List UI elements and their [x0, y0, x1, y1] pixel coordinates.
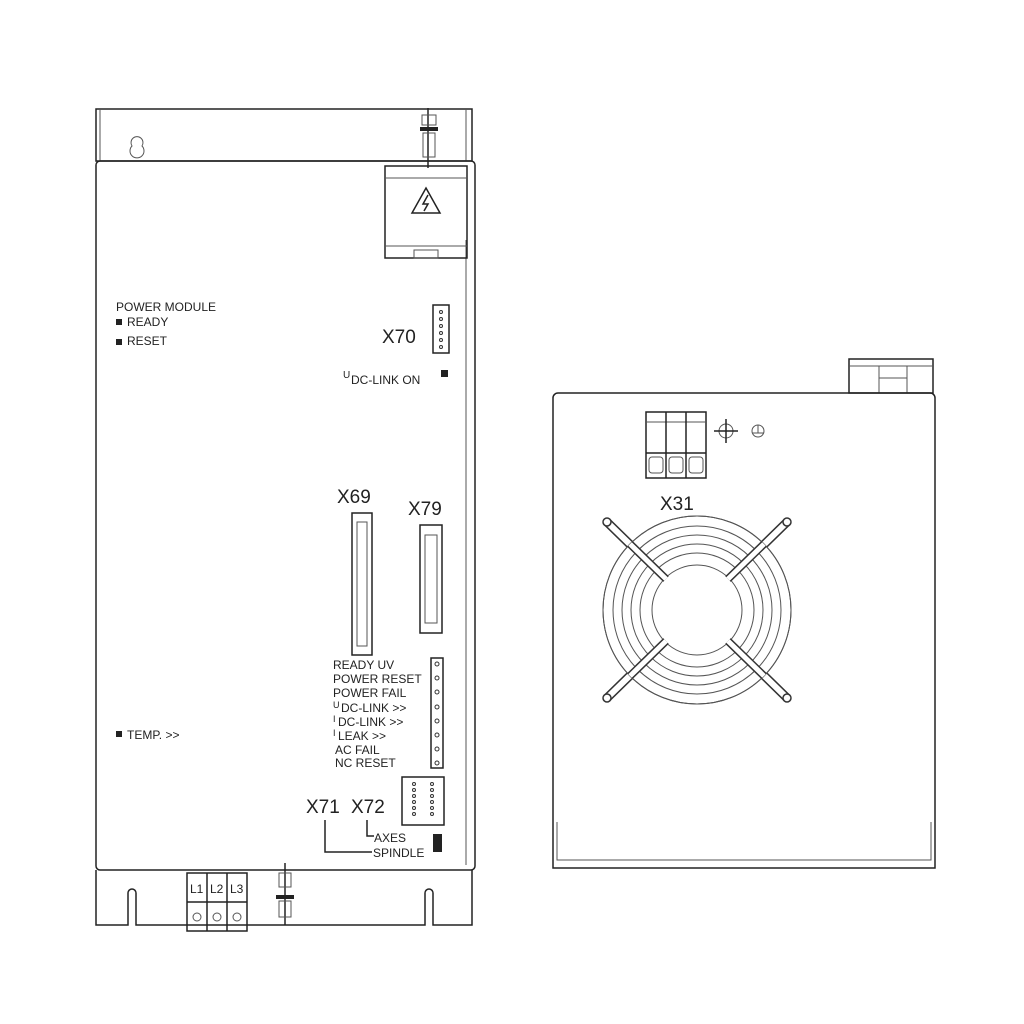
- udc-link-on-led: [441, 370, 448, 377]
- fan-unit-body: [552, 392, 936, 869]
- x31-terminal: [645, 411, 707, 479]
- x31-label: X31: [660, 494, 694, 515]
- ready-led: [116, 319, 122, 325]
- bottom-bracket: [95, 870, 473, 926]
- mains-terminal: L1 L2 L3: [186, 872, 248, 932]
- signal-label: POWER RESET: [333, 672, 422, 686]
- hazard-cover: [384, 165, 468, 259]
- high-voltage-warning-icon: [410, 186, 442, 214]
- x72-label: X72: [351, 797, 385, 818]
- terminal-l3: L3: [230, 882, 244, 896]
- power-module-title: POWER MODULE: [116, 300, 216, 314]
- signal-label: DC-LINK >>: [341, 701, 406, 715]
- spindle-label: SPINDLE: [373, 846, 424, 860]
- keyhole-icon: [129, 136, 145, 159]
- udc-on-u: U: [343, 370, 350, 381]
- signal-prefix: I: [333, 728, 336, 738]
- bolt-icon: [420, 108, 438, 168]
- signal-prefix: I: [333, 714, 336, 724]
- signal-label: DC-LINK >>: [338, 715, 403, 729]
- udc-link-on-label: DC-LINK ON: [351, 373, 420, 387]
- signal-connector: [430, 657, 444, 769]
- axes-spindle-leds: [433, 834, 442, 852]
- fan-unit: X31: [552, 358, 936, 869]
- signal-prefix: U: [333, 700, 340, 710]
- fan-grille: [602, 515, 792, 705]
- signal-label: POWER FAIL: [333, 686, 407, 700]
- reset-label: RESET: [127, 334, 168, 348]
- ground-icon: [751, 424, 765, 438]
- protective-earth-icon: [714, 419, 738, 443]
- ready-label: READY: [127, 315, 168, 329]
- x71-label: X71: [306, 797, 340, 818]
- signal-label: READY UV: [333, 658, 394, 672]
- terminal-l1: L1: [190, 882, 204, 896]
- signal-label: NC RESET: [335, 756, 396, 770]
- terminal-l2: L2: [210, 882, 224, 896]
- temp-led: [116, 731, 122, 737]
- x79-connector: [419, 524, 443, 634]
- x69-label: X69: [337, 487, 371, 508]
- x70-connector: [432, 304, 450, 354]
- x71-x72-connector: [401, 776, 445, 826]
- reset-led: [116, 339, 122, 345]
- x70-label: X70: [382, 327, 416, 348]
- temp-label: TEMP. >>: [127, 728, 179, 742]
- top-tab: [848, 358, 934, 394]
- signal-list: READY UV POWER RESET POWER FAIL U DC-LIN…: [333, 658, 422, 770]
- top-bracket: [95, 108, 473, 162]
- signal-label: LEAK >>: [338, 729, 386, 743]
- axes-label: AXES: [374, 831, 406, 845]
- power-module: POWER MODULE READY RESET X70 U DC-LINK O…: [95, 108, 476, 932]
- signal-label: AC FAIL: [335, 743, 380, 757]
- ground-bolt-icon: [276, 863, 294, 925]
- x69-connector: [351, 512, 373, 656]
- x79-label: X79: [408, 499, 442, 520]
